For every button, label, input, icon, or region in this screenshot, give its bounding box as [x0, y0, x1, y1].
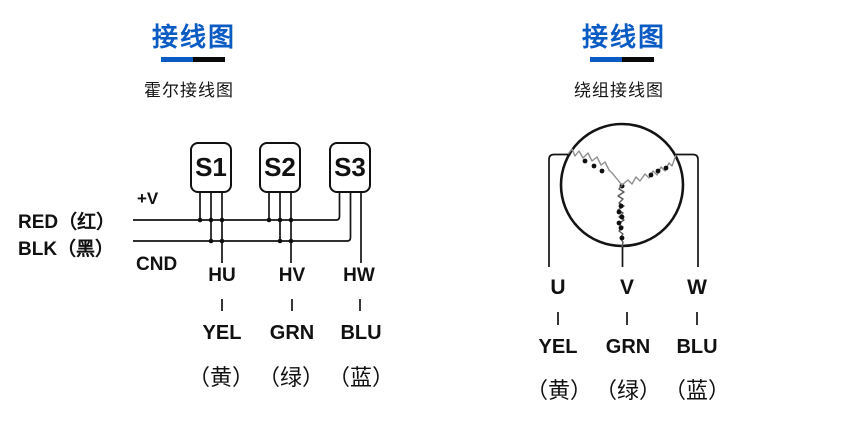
- hall-color-cn-yellow: （黄）: [187, 365, 255, 390]
- hall-signal-hw: HW: [343, 265, 375, 286]
- phase-u-lead-wire: [548, 153, 568, 267]
- left-title: 接线图: [152, 22, 237, 52]
- hall-wiring-svg: [133, 193, 362, 311]
- hall-color-blu: BLU: [340, 322, 382, 344]
- phase-color-cn-yellow: （黄）: [525, 378, 593, 403]
- phase-label-u: U: [550, 276, 566, 299]
- winding-coil-u: [567, 148, 623, 186]
- left-underline-blue-segment: [161, 57, 193, 62]
- black-wire-label: BLK（黑）: [18, 239, 115, 260]
- right-title: 接线图: [582, 22, 667, 52]
- winding-coil-w: [621, 154, 677, 186]
- phase-w-lead-wire: [676, 153, 699, 267]
- right-title-underline: [590, 57, 654, 62]
- phase-color-grn: GRN: [605, 336, 651, 358]
- left-subtitle: 霍尔接线图: [144, 81, 234, 100]
- right-underline-blue-segment: [590, 57, 622, 62]
- right-subtitle: 绕组接线图: [574, 81, 664, 100]
- left-title-underline: [161, 57, 225, 62]
- plus-v-bus-line: [133, 193, 341, 221]
- hall-signal-hu: HU: [208, 265, 236, 286]
- phase-color-cn-green: （绿）: [594, 378, 662, 403]
- hall-sensor-s3: S3: [329, 142, 371, 193]
- gnd-bus-line: [133, 193, 352, 242]
- phase-color-yel: YEL: [538, 336, 578, 358]
- gnd-label: CND: [136, 254, 178, 275]
- winding-diagram-svg: [548, 122, 699, 325]
- phase-color-blu: BLU: [676, 336, 718, 358]
- hall-color-cn-green: （绿）: [257, 365, 325, 390]
- winding-coil-u-dots: [582, 158, 605, 174]
- right-underline-black-segment: [622, 57, 654, 62]
- hall-color-yel: YEL: [202, 322, 242, 344]
- phase-label-v: V: [619, 276, 635, 299]
- hall-sensor-s2: S2: [259, 142, 301, 193]
- hall-color-cn-blue: （蓝）: [327, 365, 395, 390]
- hall-color-grn: GRN: [269, 322, 315, 344]
- red-wire-label: RED（红）: [18, 212, 116, 233]
- left-underline-black-segment: [193, 57, 225, 62]
- hall-signal-hv: HV: [278, 265, 306, 286]
- phase-label-w: W: [687, 276, 707, 299]
- phase-color-cn-blue: （蓝）: [663, 378, 731, 403]
- winding-coil-w-dots: [648, 165, 669, 178]
- hall-sensor-s1: S1: [190, 142, 232, 193]
- winding-coil-v-dots: [616, 203, 625, 241]
- junction-dots: [197, 217, 294, 244]
- plus-v-label: +V: [137, 189, 159, 208]
